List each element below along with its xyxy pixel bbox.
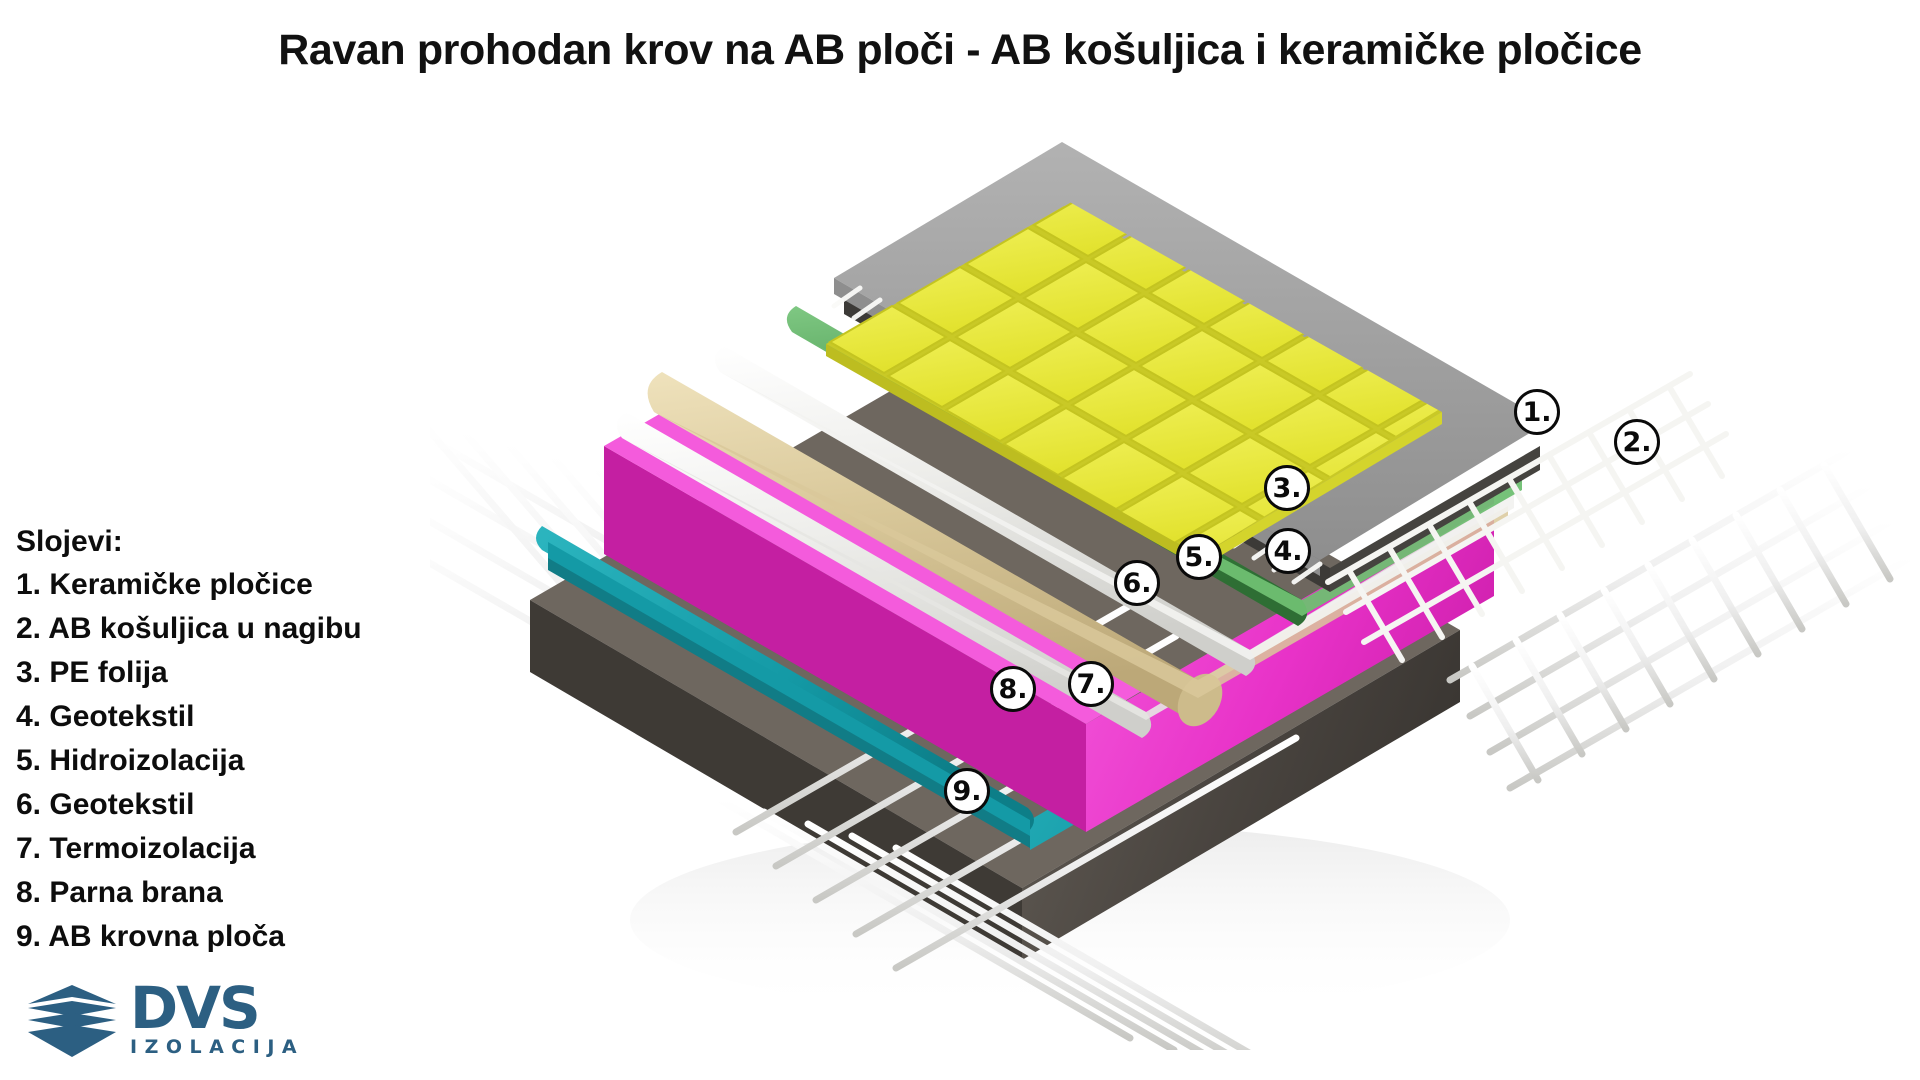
roof-assembly-diagram	[430, 120, 1920, 1050]
geotextile-lower-roll	[616, 412, 1152, 738]
page-title: Ravan prohodan krov na AB ploči - AB koš…	[278, 26, 1642, 74]
layer-geotextile-lower	[616, 412, 1500, 738]
tile-edge-left	[826, 344, 1200, 568]
slab-front-left-face	[530, 600, 1022, 960]
company-logo: DVS IZOLACIJA	[26, 978, 366, 1064]
legend-item-7: 7. Termoizolacija	[16, 832, 256, 865]
logo-text-block: DVS IZOLACIJA	[130, 973, 305, 1059]
rebar-mesh-right	[1446, 446, 1914, 792]
callout-5[interactable]: 5.	[1176, 534, 1222, 580]
logo-subtitle: IZOLACIJA	[130, 1036, 305, 1059]
callout-8[interactable]: 8.	[990, 666, 1036, 712]
legend-item-9: 9. AB krovna ploča	[16, 920, 285, 953]
legend-item-5: 5. Hidroizolacija	[16, 744, 245, 777]
slab-front-right-face	[1022, 630, 1460, 960]
callout-6[interactable]: 6.	[1114, 560, 1160, 606]
callout-7[interactable]: 7.	[1068, 661, 1114, 707]
vapour-barrier-band	[548, 542, 1030, 836]
layered-diamond-icon	[28, 985, 116, 1057]
callout-4[interactable]: 4.	[1265, 528, 1311, 574]
legend-heading: Slojevi:	[16, 525, 123, 558]
legend-item-1: 1. Keramičke pločice	[16, 568, 313, 601]
tile-edge-right	[1200, 412, 1442, 568]
legend-item-8: 8. Parna brana	[16, 876, 223, 909]
legend-item-6: 6. Geotekstil	[16, 788, 195, 821]
thermal-front-left	[604, 446, 1086, 832]
callout-2[interactable]: 2.	[1614, 419, 1660, 465]
legend-item-3: 3. PE folija	[16, 656, 168, 689]
logo-wordmark: DVS	[130, 973, 261, 1042]
legend-item-2: 2. AB košuljica u nagibu	[16, 612, 362, 645]
callout-1[interactable]: 1.	[1514, 389, 1560, 435]
callout-9[interactable]: 9.	[944, 768, 990, 814]
legend: Slojevi: 1. Keramičke pločice 2. AB košu…	[16, 525, 536, 959]
legend-item-4: 4. Geotekstil	[16, 700, 195, 733]
callout-3[interactable]: 3.	[1264, 465, 1310, 511]
